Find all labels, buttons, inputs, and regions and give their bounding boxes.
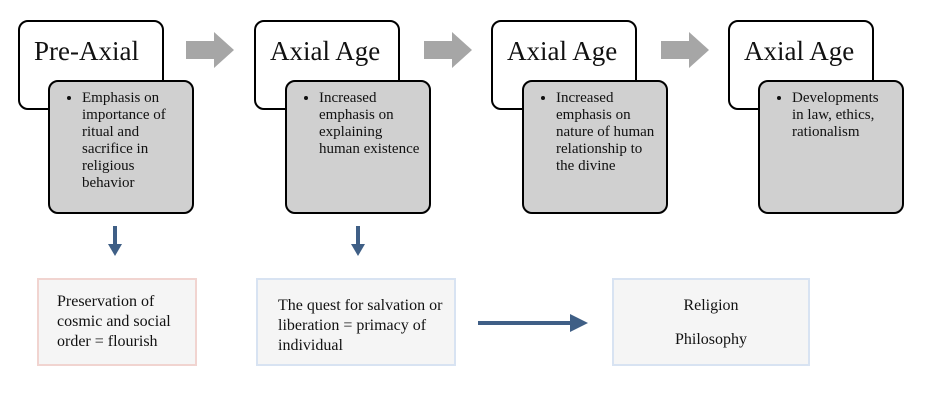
down-arrow-1 [108,226,122,256]
stage-2-bullet: Increased emphasis on explaining human e… [319,90,421,158]
stage-1-bullet: Emphasis on importance of ritual and sac… [82,90,184,192]
stage-1-detail-box: Emphasis on importance of ritual and sac… [48,80,194,214]
stage-2-title: Axial Age [270,36,381,66]
stage-4-title: Axial Age [744,36,855,66]
stage-3-bullet: Increased emphasis on nature of human re… [556,90,658,175]
flow-arrow-2 [424,32,472,68]
stage-3-detail-box: Increased emphasis on nature of human re… [522,80,668,214]
flow-arrow-3 [661,32,709,68]
religion-label: Religion [683,297,739,314]
right-arrow [478,314,588,332]
cosmic-order-text: Preservation of cosmic and social order … [57,293,171,350]
stage-1-title: Pre-Axial [34,36,139,66]
salvation-box: The quest for salvation or liberation = … [256,278,456,366]
philosophy-label: Philosophy [674,331,747,348]
religion-philosophy-box: Religion Philosophy [612,278,810,366]
stage-3-title: Axial Age [507,36,618,66]
stage-2-detail-box: Increased emphasis on explaining human e… [285,80,431,214]
stage-4-bullet: Developments in law, ethics, rationalism [792,90,894,141]
down-arrow-2 [351,226,365,256]
stage-4-detail-box: Developments in law, ethics, rationalism [758,80,904,214]
flow-arrow-1 [186,32,234,68]
cosmic-order-box: Preservation of cosmic and social order … [37,278,197,366]
salvation-text: The quest for salvation or liberation = … [278,297,443,354]
